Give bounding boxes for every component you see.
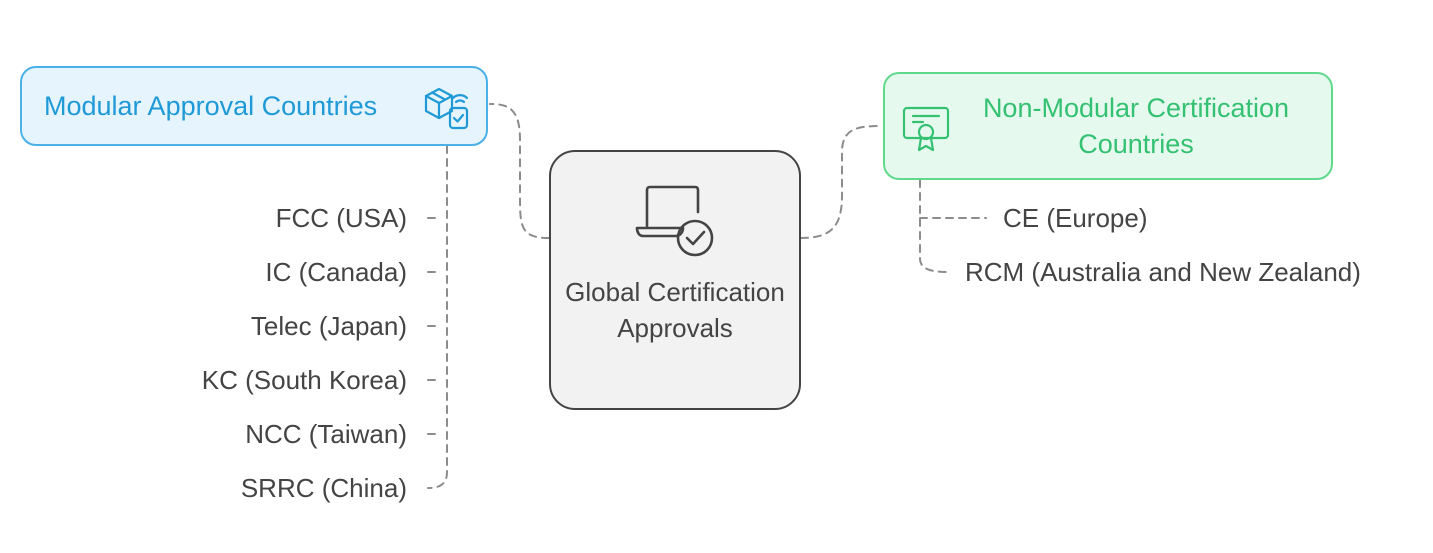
certificate-icon [902, 106, 950, 152]
global-certification-node[interactable]: Global Certification Approvals [549, 150, 801, 410]
list-item: NCC (Taiwan) [245, 419, 407, 449]
list-item: RCM (Australia and New Zealand) [965, 257, 1361, 287]
list-item: Telec (Japan) [250, 311, 407, 341]
connector-center-to-modular [489, 103, 550, 239]
list-item: CE (Europe) [1003, 203, 1148, 233]
list-item: KC (South Korea) [201, 365, 407, 395]
non-modular-certification-title: Non-Modular Certification Countries [982, 93, 1290, 159]
connector-center-to-nonmodular [800, 125, 883, 239]
modular-approval-title: Modular Approval Countries [44, 90, 378, 121]
non-modular-certification-node[interactable]: Non-Modular Certification Countries [883, 72, 1333, 180]
list-item: FCC (USA) [275, 203, 407, 233]
laptop-check-icon [635, 185, 714, 257]
modular-approval-node[interactable]: Modular Approval Countries [20, 66, 488, 146]
global-certification-title: Global Certification Approvals [565, 277, 785, 343]
package-check-icon [424, 87, 469, 130]
list-item: IC (Canada) [265, 257, 407, 287]
connector-modular-trunk [427, 145, 448, 489]
connector-nonmodular-trunk [919, 179, 949, 273]
modular-branches [427, 217, 441, 435]
list-item: SRRC (China) [240, 473, 407, 503]
